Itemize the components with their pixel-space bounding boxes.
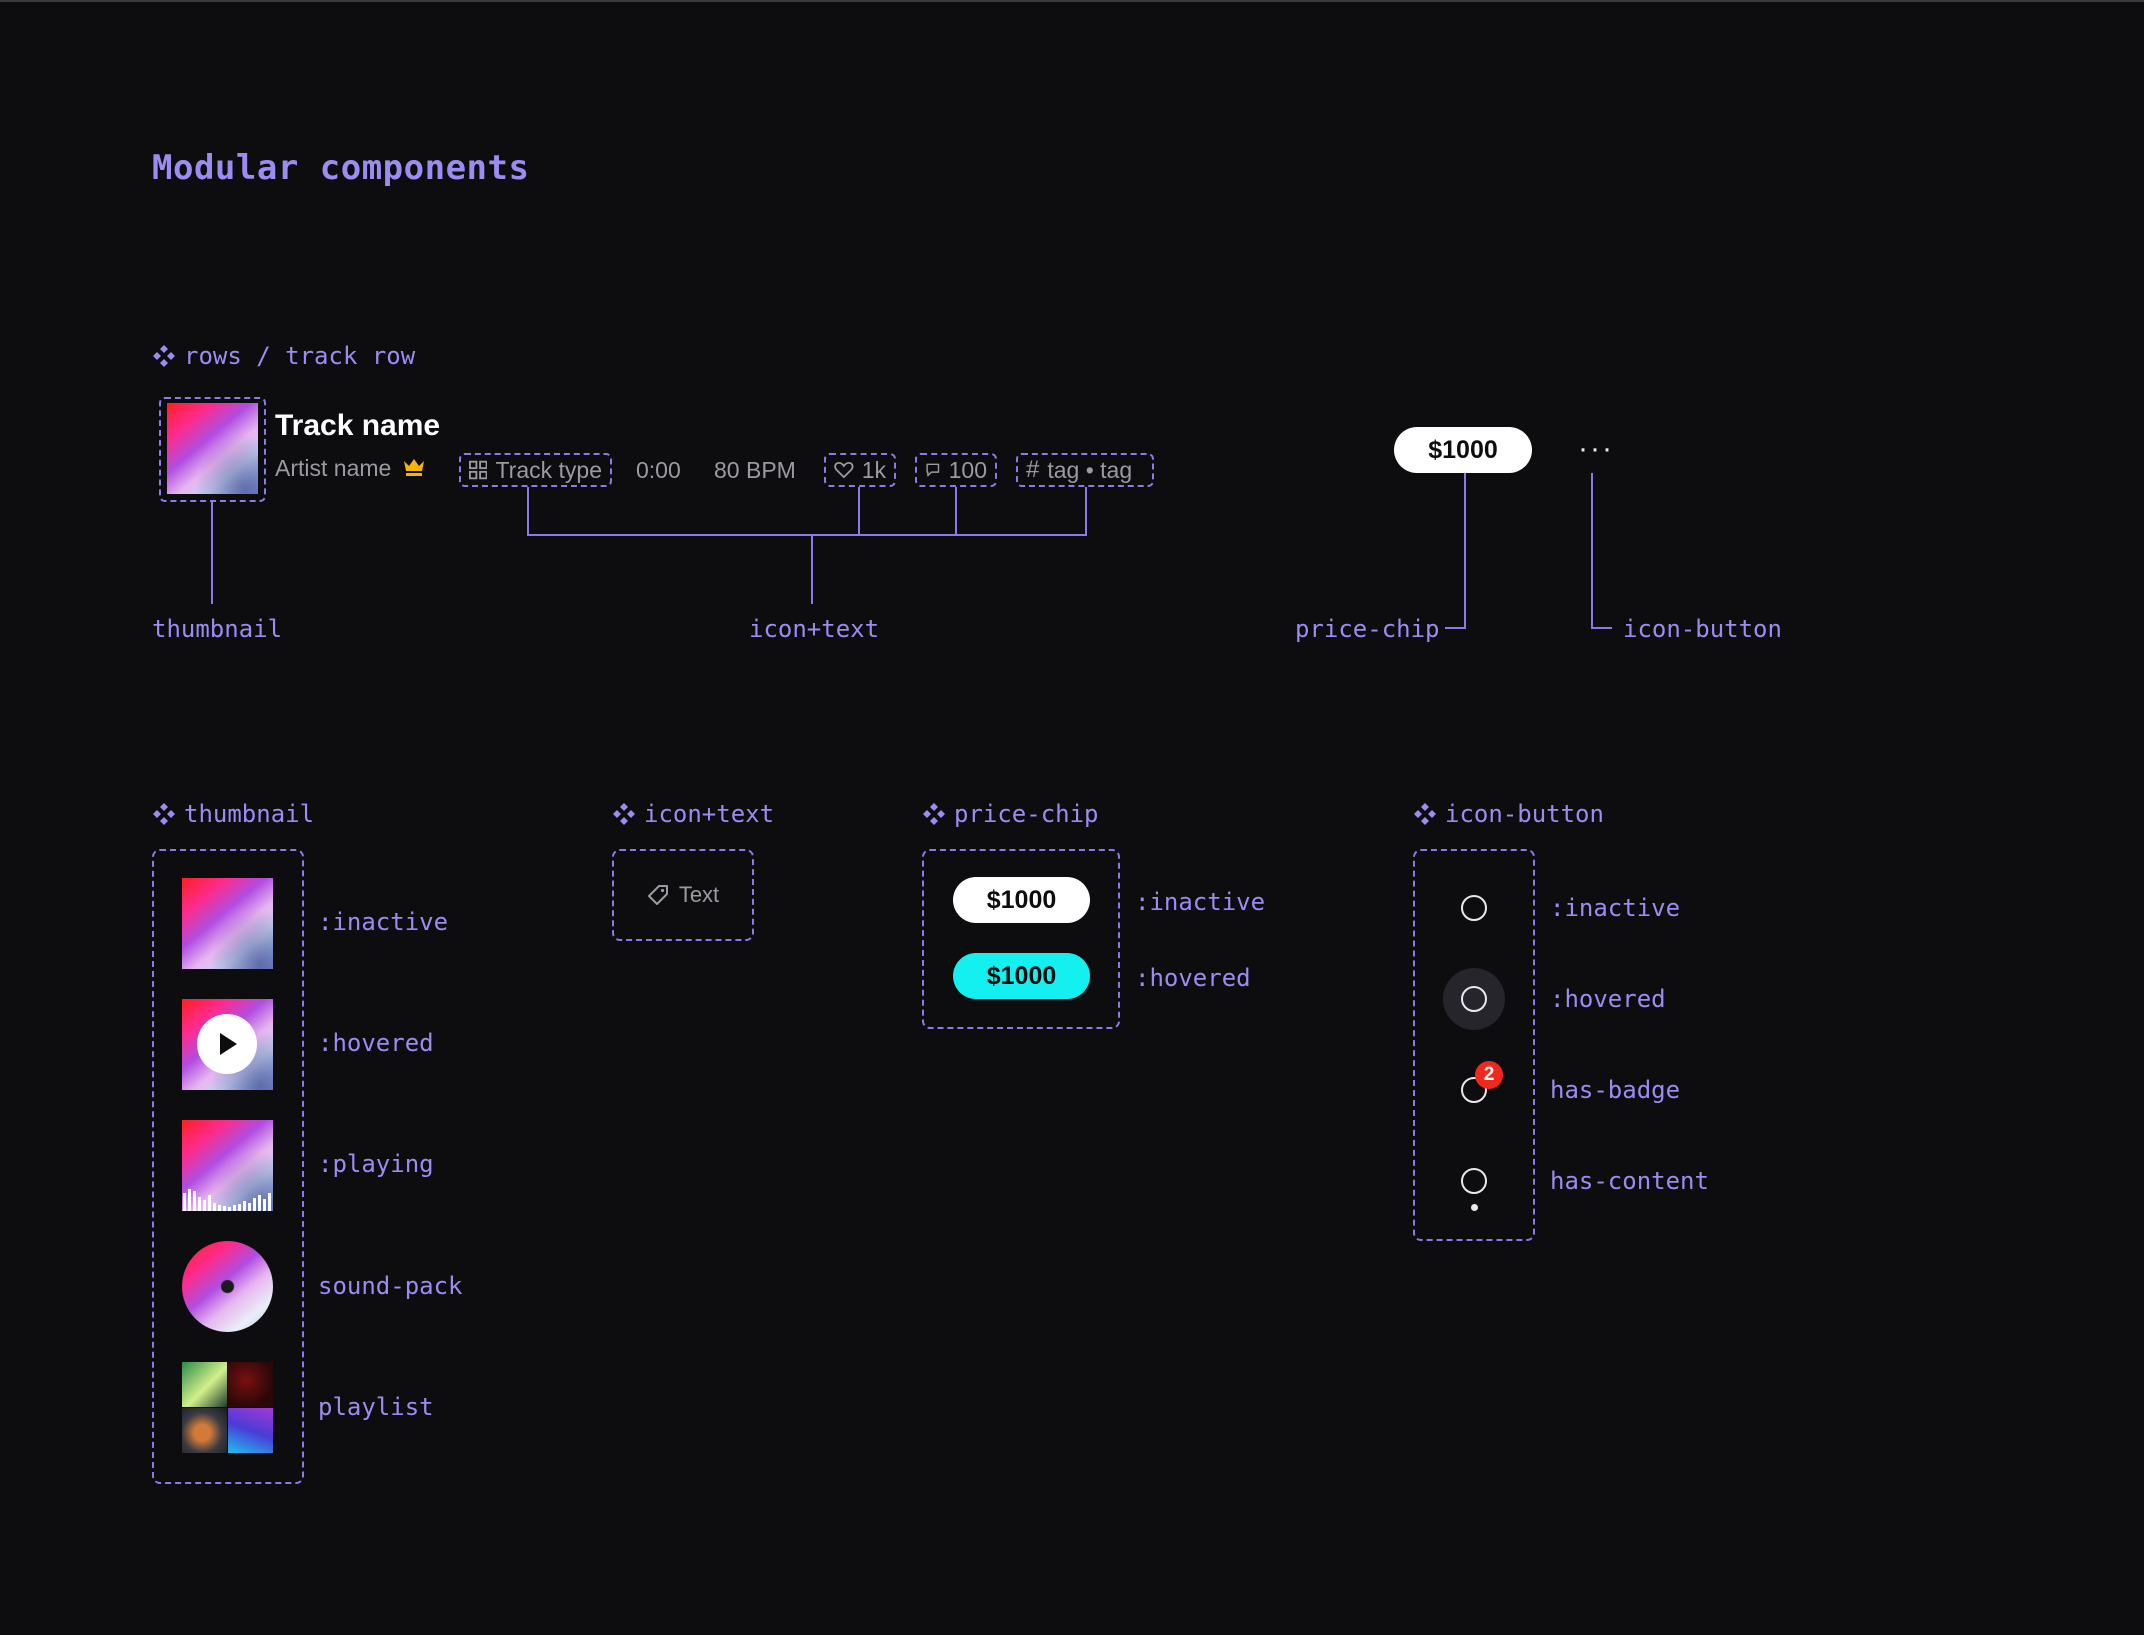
- connector-thumbnail: [211, 502, 213, 604]
- section-label-text: icon+text: [644, 800, 774, 828]
- tag-icon: [647, 884, 669, 906]
- component-icon: [612, 802, 636, 826]
- connector-bracket: [527, 534, 1087, 536]
- tags-text: tag • tag: [1047, 457, 1132, 484]
- connector-icon-button-elbow: [1591, 627, 1612, 629]
- state-label-playlist: playlist: [318, 1393, 434, 1421]
- track-type-chip: Track type: [459, 453, 612, 487]
- price-chip[interactable]: $1000: [1394, 427, 1532, 473]
- thumbnail-hovered[interactable]: [182, 999, 273, 1090]
- playlist-cover-4: [228, 1408, 273, 1453]
- connector-icon-text: [811, 534, 813, 604]
- track-name[interactable]: Track name: [275, 409, 440, 443]
- annotation-price-chip: price-chip: [1295, 615, 1440, 643]
- top-border: [0, 0, 2144, 2]
- connector-comments: [955, 487, 957, 536]
- state-label-inactive: :inactive: [1135, 888, 1265, 916]
- price-chip-inactive[interactable]: $1000: [953, 877, 1090, 923]
- crown-icon: [403, 457, 425, 477]
- component-icon: [152, 802, 176, 826]
- icon-button-hovered[interactable]: [1461, 986, 1487, 1012]
- bpm: 80 BPM: [714, 457, 796, 484]
- thumbnail-playing[interactable]: [182, 1120, 273, 1211]
- connector-tags: [1085, 487, 1087, 536]
- section-label-text: price-chip: [954, 800, 1099, 828]
- connector-price-chip: [1464, 473, 1466, 629]
- component-icon: [922, 802, 946, 826]
- section-label-price-chip: price-chip: [922, 800, 1099, 828]
- comments-count: 100: [949, 457, 987, 484]
- connector-likes: [858, 487, 860, 536]
- price-chip-variants-frame: [922, 849, 1120, 1029]
- section-label-thumbnail: thumbnail: [152, 800, 314, 828]
- state-label-sound-pack: sound-pack: [318, 1272, 463, 1300]
- section-label-text: icon-button: [1445, 800, 1604, 828]
- notification-badge: 2: [1475, 1061, 1503, 1089]
- likes-count: 1k: [862, 457, 886, 484]
- artist-name[interactable]: Artist name: [275, 455, 391, 482]
- section-label-text: thumbnail: [184, 800, 314, 828]
- state-label-inactive: :inactive: [1550, 894, 1680, 922]
- page-title: Modular components: [152, 148, 529, 188]
- icon-button-inactive[interactable]: [1461, 895, 1487, 921]
- likes-chip[interactable]: 1k: [824, 453, 896, 487]
- connector-price-chip-elbow: [1445, 627, 1466, 629]
- annotation-icon-button: icon-button: [1623, 615, 1782, 643]
- icon-text-label: Text: [679, 882, 719, 908]
- icon-button-with-content[interactable]: [1461, 1168, 1487, 1194]
- state-label-hovered: :hovered: [1550, 985, 1666, 1013]
- grid-icon: [469, 460, 487, 480]
- state-label-has-badge: has-badge: [1550, 1076, 1680, 1104]
- waveform-icon: [182, 1185, 273, 1211]
- section-label-track-row: rows / track row: [152, 342, 415, 370]
- playlist-cover-3: [182, 1408, 227, 1453]
- thumbnail-sound-pack[interactable]: [182, 1241, 273, 1332]
- thumbnail-inactive[interactable]: [182, 878, 273, 969]
- playlist-cover-2: [228, 1362, 273, 1407]
- duration: 0:00: [636, 457, 681, 484]
- play-icon[interactable]: [197, 1014, 257, 1074]
- content-indicator-dot: [1471, 1204, 1478, 1211]
- annotation-icon-text: icon+text: [749, 615, 879, 643]
- tags-chip[interactable]: # tag • tag: [1016, 453, 1154, 487]
- state-label-playing: :playing: [318, 1150, 434, 1178]
- price-chip-hovered[interactable]: $1000: [953, 953, 1090, 999]
- track-thumbnail[interactable]: [167, 403, 258, 494]
- connector-icon-button: [1591, 473, 1593, 629]
- comment-icon: [925, 459, 941, 481]
- state-label-inactive: :inactive: [318, 908, 448, 936]
- state-label-hovered: :hovered: [1135, 964, 1251, 992]
- state-label-has-content: has-content: [1550, 1167, 1709, 1195]
- section-label-icon-text: icon+text: [612, 800, 774, 828]
- section-label-text: rows / track row: [184, 342, 415, 370]
- state-label-hovered: :hovered: [318, 1029, 434, 1057]
- annotation-thumbnail: thumbnail: [152, 615, 282, 643]
- connector-track-type: [527, 487, 529, 536]
- comments-chip[interactable]: 100: [915, 453, 997, 487]
- track-type-text: Track type: [495, 457, 602, 484]
- hash-icon: #: [1026, 456, 1039, 484]
- component-icon: [1413, 802, 1437, 826]
- component-icon: [152, 344, 176, 368]
- more-icon[interactable]: ···: [1578, 432, 1614, 466]
- heart-icon: [834, 460, 854, 480]
- icon-text-sample: Text: [612, 849, 754, 941]
- section-label-icon-button: icon-button: [1413, 800, 1604, 828]
- playlist-cover-1: [182, 1362, 227, 1407]
- thumbnail-playlist[interactable]: [182, 1362, 273, 1453]
